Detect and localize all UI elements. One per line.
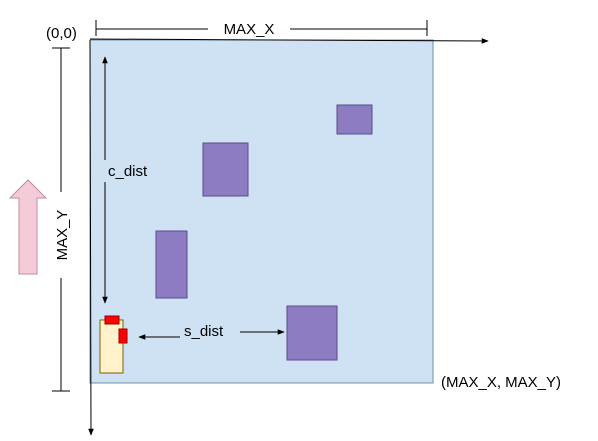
field-area [89, 39, 434, 384]
robot-front-sensor [104, 315, 120, 325]
robot-body [99, 319, 124, 374]
x-axis-line [89, 38, 489, 44]
obstacle-top-right [336, 104, 373, 135]
obstacle-bottom-right [286, 305, 338, 361]
c-dist-label: c_dist [108, 163, 148, 180]
origin-label: (0,0) [46, 25, 77, 42]
corner-label: (MAX_X, MAX_Y) [441, 374, 561, 391]
y-axis-line [88, 39, 94, 436]
obstacle-left-middle [155, 230, 188, 299]
max-y-label: MAX_Y [54, 210, 71, 261]
s-dist-label: s_dist [184, 323, 224, 340]
up-arrow-icon [8, 179, 48, 275]
max-x-label: MAX_X [224, 21, 275, 38]
obstacle-upper-middle [202, 142, 249, 197]
robot-side-sensor [118, 328, 128, 344]
